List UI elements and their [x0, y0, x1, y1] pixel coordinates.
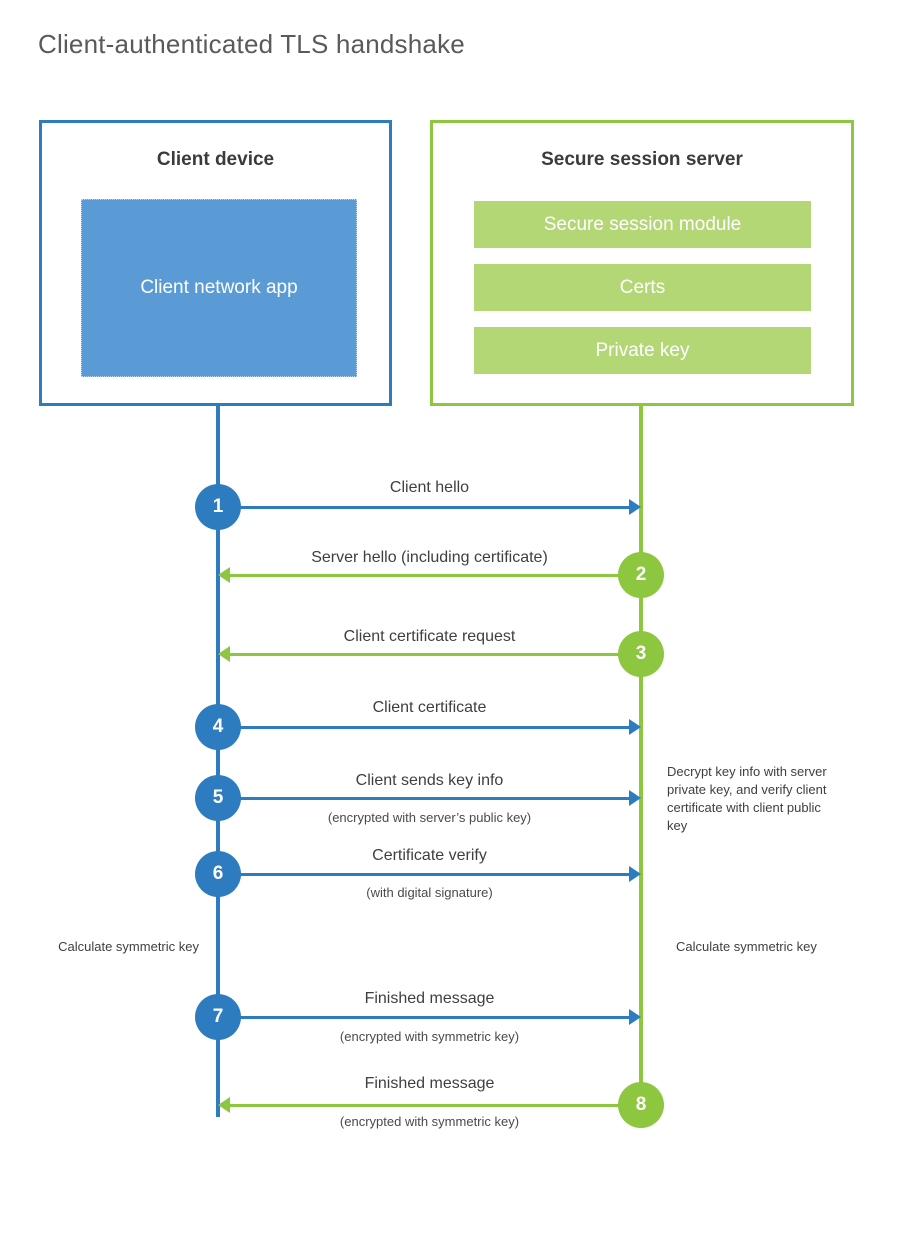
step-3-arrow-head	[218, 646, 230, 662]
step-6-arrow-line	[218, 873, 629, 876]
step-7-sublabel: (encrypted with symmetric key)	[339, 1029, 520, 1044]
step-6-sublabel: (with digital signature)	[366, 885, 493, 900]
step-8-arrow-line	[230, 1104, 641, 1107]
client-device-title: Client device	[156, 149, 275, 170]
step-1-badge[interactable]: 1	[195, 484, 241, 530]
client-device-box: Client device Client network app	[39, 120, 392, 406]
step-4-arrow-head	[629, 719, 641, 735]
step-3-badge[interactable]: 3	[618, 631, 664, 677]
step-8-label: Finished message	[364, 1075, 495, 1092]
step-5-label: Client sends key info	[355, 772, 504, 789]
step-2-arrow-head	[218, 567, 230, 583]
server-module-private-key: Private key	[474, 327, 811, 374]
page-title: Client-authenticated TLS handshake	[38, 29, 465, 59]
step-5-arrow-head	[629, 790, 641, 806]
step-7-label: Finished message	[364, 990, 495, 1007]
step-1-arrow-head	[629, 499, 641, 515]
step-8-badge[interactable]: 8	[618, 1082, 664, 1128]
secure-session-server-title: Secure session server	[541, 149, 743, 170]
step-8-sublabel: (encrypted with symmetric key)	[339, 1114, 520, 1129]
step-6-badge[interactable]: 6	[195, 851, 241, 897]
step-8-arrow-head	[218, 1097, 230, 1113]
client-network-app-block: Client network app	[81, 199, 357, 377]
server-decrypt-note: Decrypt key info with server private key…	[667, 764, 827, 833]
step-1-arrow-line	[218, 506, 629, 509]
step-5-badge[interactable]: 5	[195, 775, 241, 821]
step-5-arrow-line	[218, 797, 629, 800]
step-7-badge[interactable]: 7	[195, 994, 241, 1040]
step-4-label: Client certificate	[372, 699, 487, 716]
step-2-badge[interactable]: 2	[618, 552, 664, 598]
step-2-arrow-line	[230, 574, 641, 577]
client-calculate-symmetric-key-note: Calculate symmetric key	[58, 939, 199, 954]
step-5-sublabel: (encrypted with server’s public key)	[327, 810, 532, 825]
client-lifeline	[216, 403, 220, 1117]
server-calculate-symmetric-key-note: Calculate symmetric key	[676, 939, 817, 954]
secure-session-server-box: Secure session server Secure session mod…	[430, 120, 854, 406]
server-lifeline	[639, 403, 643, 1105]
step-3-arrow-line	[230, 653, 641, 656]
step-7-arrow-line	[218, 1016, 629, 1019]
step-2-label: Server hello (including certificate)	[311, 549, 548, 566]
step-4-badge[interactable]: 4	[195, 704, 241, 750]
step-6-arrow-head	[629, 866, 641, 882]
step-1-label: Client hello	[389, 479, 470, 496]
step-3-label: Client certificate request	[343, 628, 516, 645]
step-4-arrow-line	[218, 726, 629, 729]
step-7-arrow-head	[629, 1009, 641, 1025]
server-module-secure-session-module: Secure session module	[474, 201, 811, 248]
step-6-label: Certificate verify	[372, 847, 487, 864]
server-module-certs: Certs	[474, 264, 811, 311]
